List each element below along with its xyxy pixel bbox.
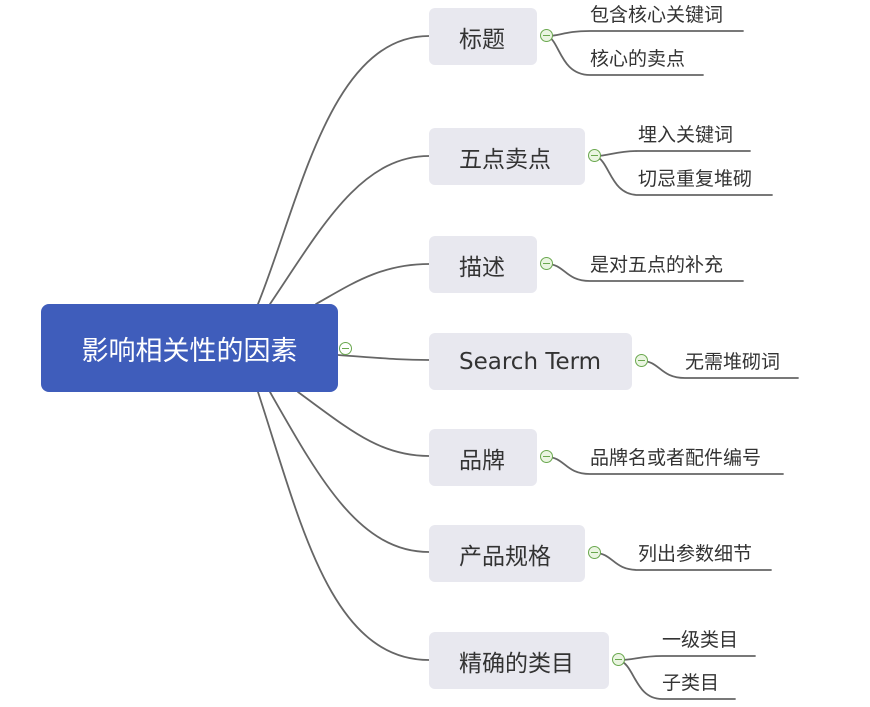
leaf-node[interactable]: 无需堆砌词 <box>685 351 781 373</box>
leaf-node[interactable]: 核心的卖点 <box>590 48 686 70</box>
root-link-5 <box>269 391 430 553</box>
root-link-3 <box>337 354 430 361</box>
branch-collapse-icon[interactable] <box>612 653 625 666</box>
leaf-node[interactable]: 埋入关键词 <box>638 124 734 146</box>
leaf-node[interactable]: 品牌名或者配件编号 <box>590 447 762 469</box>
branch-label: 五点卖点 <box>459 146 551 173</box>
root-link-1 <box>269 155 430 305</box>
root-link-0 <box>257 35 430 305</box>
branch-node-search-term[interactable]: Search Term <box>429 333 632 390</box>
branch-label: Search Term <box>459 348 602 375</box>
leaf-node[interactable]: 切忌重复堆砌 <box>638 168 753 190</box>
branch-collapse-icon[interactable] <box>635 354 648 367</box>
leaf-node[interactable]: 列出参数细节 <box>638 543 753 565</box>
branch-node-bullet-points[interactable]: 五点卖点 <box>429 128 585 185</box>
branch-collapse-icon[interactable] <box>540 450 553 463</box>
leaf-node[interactable]: 一级类目 <box>662 629 739 651</box>
branch-node-category[interactable]: 精确的类目 <box>429 632 609 689</box>
root-link-4 <box>297 391 430 457</box>
leaf-link-1-0 <box>594 150 751 157</box>
branch-node-brand[interactable]: 品牌 <box>429 429 537 486</box>
branch-collapse-icon[interactable] <box>540 29 553 42</box>
leaf-node[interactable]: 是对五点的补充 <box>590 254 724 276</box>
branch-node-specs[interactable]: 产品规格 <box>429 525 585 582</box>
branch-label: 描述 <box>459 254 505 281</box>
branch-collapse-icon[interactable] <box>588 149 601 162</box>
root-label: 影响相关性的因素 <box>81 335 298 367</box>
branch-label: 产品规格 <box>459 543 551 570</box>
branch-node-title[interactable]: 标题 <box>429 8 537 65</box>
root-link-6 <box>257 391 430 661</box>
leaf-link-0-0 <box>546 30 744 37</box>
branch-collapse-icon[interactable] <box>588 546 601 559</box>
branch-label: 标题 <box>459 26 505 53</box>
branch-collapse-icon[interactable] <box>540 257 553 270</box>
leaf-node[interactable]: 子类目 <box>662 672 720 694</box>
branch-label: 品牌 <box>459 447 505 474</box>
root-collapse-icon[interactable] <box>339 342 352 355</box>
leaf-node[interactable]: 包含核心关键词 <box>590 4 724 26</box>
branch-label: 精确的类目 <box>459 650 574 677</box>
root-node[interactable]: 影响相关性的因素 <box>41 304 338 392</box>
leaf-link-6-0 <box>618 655 756 661</box>
branch-node-description[interactable]: 描述 <box>429 236 537 293</box>
root-link-2 <box>315 263 430 305</box>
